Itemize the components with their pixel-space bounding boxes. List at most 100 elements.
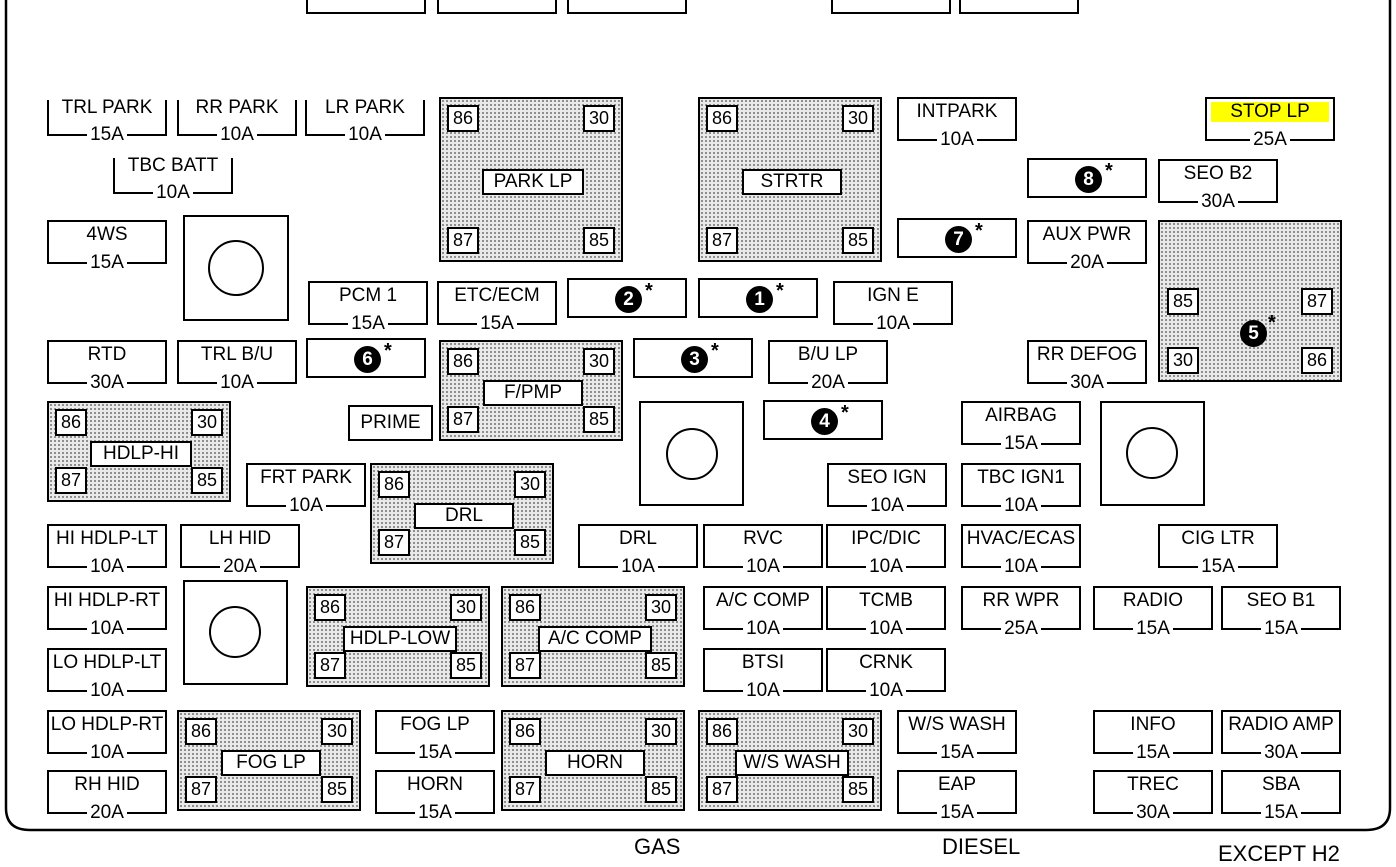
relay-label: DRL — [414, 502, 514, 529]
marker-slot-6: 6* — [306, 338, 426, 378]
terminal-86: 86 — [706, 718, 738, 745]
fuse-label: RH HID — [74, 774, 140, 795]
fuse-amperage: 15A — [1261, 618, 1301, 639]
fuse-amperage: 10A — [1001, 495, 1041, 516]
fuse-amperage: 30A — [1198, 191, 1238, 212]
fuse-label: TBC IGN1 — [977, 467, 1065, 488]
terminal-85: 85 — [1167, 288, 1199, 315]
terminal-86: 86 — [509, 718, 541, 745]
position-number-badge: 8 — [1075, 166, 1102, 193]
fuse-label: INFO — [1130, 714, 1176, 735]
fuse-tbc-ign1: TBC IGN1 10A — [961, 463, 1081, 516]
fuse-label: SEO B1 — [1246, 590, 1316, 611]
fuse-amperage: 30A — [87, 372, 127, 393]
marker-slot-8: 8* — [1027, 158, 1147, 198]
fuse-amperage: 15A — [415, 802, 455, 823]
fuse-amperage: 15A — [937, 742, 977, 763]
terminal-86: 86 — [185, 718, 217, 745]
terminal-87: 87 — [509, 776, 541, 803]
terminal-86: 86 — [55, 409, 87, 436]
fuse-label: A/C COMP — [716, 590, 810, 611]
fuse-label: AIRBAG — [985, 405, 1057, 426]
position-number-badge: 7 — [945, 226, 972, 253]
terminal-87: 87 — [55, 467, 87, 494]
fuse-label: FOG LP — [400, 714, 470, 735]
fuse-amperage: 15A — [415, 742, 455, 763]
fuse-amperage: 10A — [937, 129, 977, 150]
terminal-30: 30 — [191, 409, 223, 436]
fuse-label: RVC — [743, 528, 783, 549]
relay-label: HDLP-LOW — [343, 625, 457, 652]
terminal-87: 87 — [706, 227, 738, 254]
terminal-86: 86 — [509, 594, 541, 621]
terminal-86: 86 — [378, 471, 410, 498]
terminal-87: 87 — [509, 652, 541, 679]
asterisk-icon: * — [711, 340, 719, 362]
fuse-amperage: 10A — [87, 556, 127, 577]
asterisk-icon: * — [776, 280, 784, 302]
fuse-fog-lp: FOG LP 15A — [375, 710, 495, 763]
terminal-87: 87 — [706, 776, 738, 803]
fuse-label: LO HDLP-RT — [50, 714, 164, 735]
fuse-label: ETC/ECM — [454, 285, 540, 306]
fuse-label: RR PARK — [195, 97, 279, 118]
terminal-85: 85 — [191, 467, 223, 494]
fuse-amperage: 10A — [866, 680, 906, 701]
fuse-amperage: 10A — [153, 182, 193, 203]
mount-boss — [183, 215, 289, 321]
fuse-rh-hid: RH HID 20A — [47, 770, 167, 823]
top-slot — [306, 0, 426, 14]
relay-label: FOG LP — [221, 749, 321, 776]
fuse-amperage: 10A — [217, 372, 257, 393]
fuse-label: BTSI — [741, 652, 785, 673]
fuse-amperage: 10A — [866, 556, 906, 577]
fuse-label: IPC/DIC — [851, 528, 921, 549]
fuse-label: EAP — [937, 774, 977, 795]
position-number-badge: 6 — [354, 346, 381, 373]
fuse-label: TREC — [1127, 774, 1179, 795]
asterisk-icon: * — [384, 340, 392, 362]
fuse-label: CRNK — [859, 652, 913, 673]
fuse-amperage: 10A — [217, 124, 257, 145]
fuse-amperage: 10A — [1001, 556, 1041, 577]
terminal-85: 85 — [645, 776, 677, 803]
terminal-87: 87 — [447, 227, 479, 254]
fuse-amperage: 10A — [345, 124, 385, 145]
fuse-amperage: 20A — [87, 802, 127, 823]
marker-slot-1: 1* — [698, 278, 818, 318]
fuse-amperage: 10A — [618, 556, 658, 577]
fuse-amperage: 25A — [1001, 618, 1041, 639]
position-number-badge: 2 — [615, 286, 642, 313]
fuse-amperage: 30A — [1133, 802, 1173, 823]
top-slot — [831, 0, 951, 14]
fuse-ipc-dic: IPC/DIC 10A — [826, 524, 946, 577]
mounting-hole — [208, 240, 264, 296]
fuse-label: RR WPR — [982, 590, 1060, 611]
fuse-label: TRL B/U — [200, 344, 274, 365]
terminal-30: 30 — [321, 718, 353, 745]
fuse-amperage: 10A — [87, 680, 127, 701]
terminal-85: 85 — [583, 227, 615, 254]
terminal-85: 85 — [645, 652, 677, 679]
